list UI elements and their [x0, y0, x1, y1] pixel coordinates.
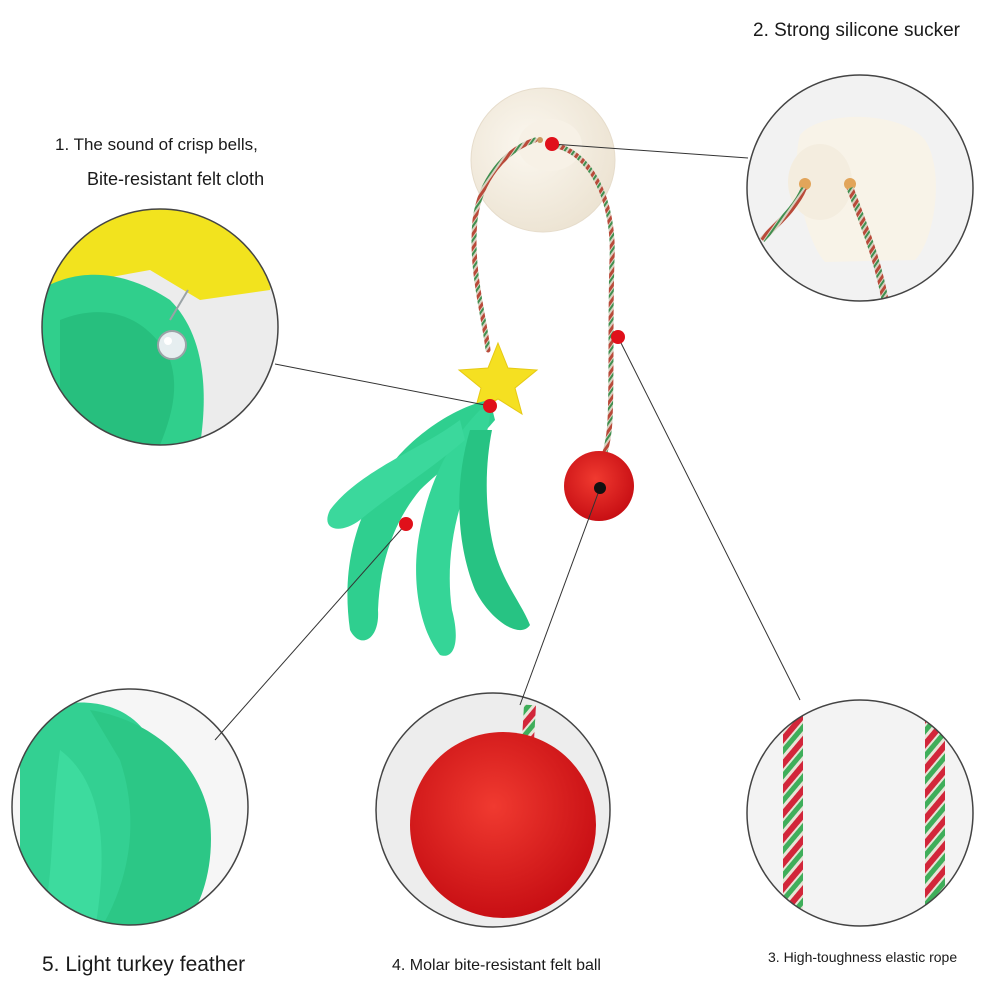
felt-star [457, 341, 539, 416]
ball-detail-circle [375, 692, 611, 928]
marker-dot-ball [594, 482, 606, 494]
green-feather [327, 400, 530, 656]
elastic-rope-label: 3. High-toughness elastic rope [768, 949, 958, 965]
elastic-rope [471, 137, 615, 468]
marker-dot-feather [399, 517, 413, 531]
leader-lines [214, 143, 801, 741]
cat-toy-product [327, 87, 634, 656]
sucker-detail-circle [746, 74, 974, 302]
marker-dot-sucker [545, 137, 559, 151]
bells-detail-circle [41, 208, 279, 446]
marker-dot-rope [611, 330, 625, 344]
sucker-label: 2. Strong silicone sucker [753, 20, 960, 41]
feather-label: 5. Light turkey feather [42, 953, 246, 976]
marker-dots [399, 137, 625, 531]
marker-dot-star [483, 399, 497, 413]
feather-detail-circle [11, 688, 249, 926]
suction-cup [470, 87, 616, 233]
rope-detail-circle [746, 699, 974, 927]
felt-cloth-label: Bite-resistant felt cloth [87, 169, 265, 189]
bells-label: 1. The sound of crisp bells, [55, 135, 258, 154]
felt-ball-label: 4. Molar bite-resistant felt ball [392, 957, 601, 974]
